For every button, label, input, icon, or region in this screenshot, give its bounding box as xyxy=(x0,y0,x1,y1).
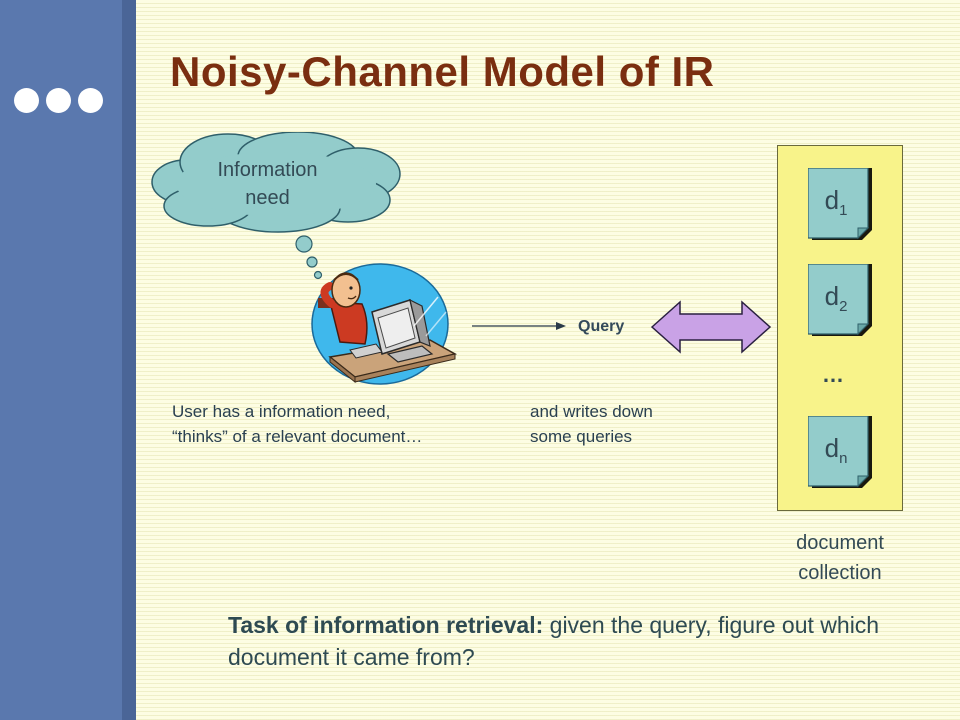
document-base: d xyxy=(824,281,840,311)
query-label: Query xyxy=(578,318,625,335)
document-label: dn xyxy=(808,433,864,467)
dot-icon xyxy=(78,88,103,113)
slide-title: Noisy-Channel Model of IR xyxy=(170,48,715,95)
document-subscript: 2 xyxy=(839,298,848,316)
dot-icon xyxy=(14,88,39,113)
document-icon xyxy=(808,168,872,240)
cloud-text-line: Information xyxy=(217,159,318,181)
ellipsis-text: … xyxy=(822,362,844,387)
user-caption-line: User has a information need, xyxy=(172,402,391,421)
task-lead: Task of information retrieval: xyxy=(228,612,544,638)
document-base: d xyxy=(824,185,840,215)
collection-caption-line: document xyxy=(796,532,884,554)
user-caption: User has a information need, “thinks” of… xyxy=(172,399,422,449)
thought-bubbles-icon xyxy=(295,235,323,280)
user-caption-line: “thinks” of a relevant document… xyxy=(172,427,423,446)
document-label: d1 xyxy=(808,185,864,219)
decorative-dots xyxy=(14,88,103,113)
collection-caption-line: collection xyxy=(798,562,882,584)
document-icon xyxy=(808,264,872,336)
user-at-computer-icon xyxy=(311,263,458,385)
arrow-right-icon xyxy=(472,322,566,330)
double-arrow-icon xyxy=(650,300,772,354)
query-caption: and writes down some queries xyxy=(530,399,653,449)
collection-caption: document collection xyxy=(770,528,910,588)
cloud-text: Information need xyxy=(190,156,345,212)
query-caption-line: and writes down xyxy=(530,402,653,421)
sidebar-edge xyxy=(122,0,136,720)
document-label: d2 xyxy=(808,281,864,315)
dot-icon xyxy=(46,88,71,113)
document-subscript: 1 xyxy=(839,202,848,220)
task-rest: given the query, figure out which docume… xyxy=(228,612,880,670)
document-base: d xyxy=(824,433,840,463)
task-statement: Task of information retrieval: given the… xyxy=(228,609,908,673)
document-subscript: n xyxy=(839,450,848,468)
sidebar xyxy=(0,0,122,720)
document-icon xyxy=(808,416,872,488)
cloud-text-line: need xyxy=(245,187,290,209)
query-caption-line: some queries xyxy=(530,427,633,446)
thought-cloud-icon xyxy=(151,132,401,233)
